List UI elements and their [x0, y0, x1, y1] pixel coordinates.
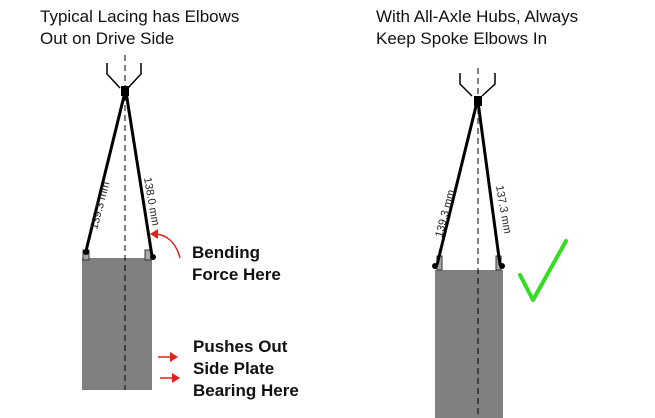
left-title-line2: Out on Drive Side — [40, 29, 175, 48]
right-title: With All-Axle Hubs, Always Keep Spoke El… — [376, 6, 578, 50]
right-spoke-left-length: 139.3 mm — [433, 188, 457, 238]
left-assembly: 139.3 mm 138.0 mm — [82, 55, 181, 390]
right-spoke-head-right — [499, 263, 505, 269]
arrow-icon — [158, 352, 178, 362]
pushes-out-note: Pushes Out Side Plate Bearing Here — [193, 336, 299, 402]
pushes-note-line1: Pushes Out — [193, 337, 288, 356]
bending-note-line2: Force Here — [192, 265, 281, 284]
right-title-line2: Keep Spoke Elbows In — [376, 29, 548, 48]
checkmark-icon — [518, 239, 568, 302]
left-title-line1: Typical Lacing has Elbows — [40, 7, 240, 26]
right-rim-bracket — [459, 73, 496, 97]
left-nipple — [121, 86, 129, 96]
left-rim-bracket — [106, 63, 142, 89]
arrow-icon — [160, 373, 180, 383]
bending-note: Bending Force Here — [192, 242, 281, 286]
right-spoke-left — [435, 101, 479, 266]
right-spoke-right — [476, 101, 502, 266]
pushes-note-line3: Bearing Here — [193, 381, 299, 400]
pushes-note-line2: Side Plate — [193, 359, 275, 378]
right-hub-body — [435, 270, 503, 418]
bending-note-line1: Bending — [192, 243, 260, 262]
arrow-icon — [150, 229, 181, 259]
left-spoke-right — [124, 91, 154, 257]
left-spoke-head-left — [83, 249, 89, 255]
left-spoke-head-right — [150, 254, 156, 260]
right-nipple — [474, 96, 482, 106]
left-spoke-left-length: 139.3 mm — [88, 180, 112, 230]
left-title: Typical Lacing has Elbows Out on Drive S… — [40, 6, 239, 50]
right-title-line1: With All-Axle Hubs, Always — [376, 7, 579, 26]
right-assembly: 139.3 mm 137.3 mm — [432, 68, 568, 418]
right-spoke-head-left — [432, 263, 438, 269]
left-hub-body — [82, 258, 152, 390]
left-spoke-left — [84, 91, 127, 252]
